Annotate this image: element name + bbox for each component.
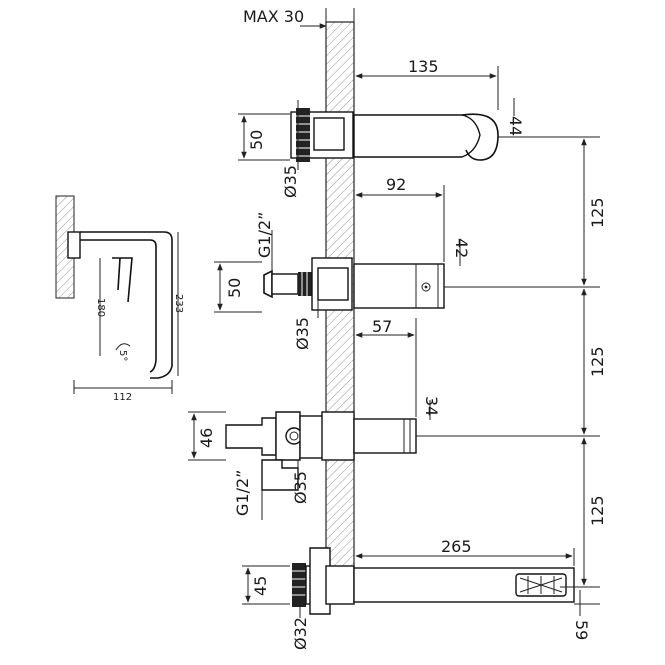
wall-thickness-dimension: MAX 30 [243, 7, 355, 29]
spout-diameter-label: Ø35 [281, 165, 300, 198]
diverter-thread-label: G1/2” [233, 470, 252, 516]
diverter-body-height-label: 46 [197, 428, 216, 448]
side-height-label: 233 [173, 294, 184, 313]
spout-body-height-label: 50 [247, 130, 266, 150]
valve-assembly: 92 42 G1/2” 50 Ø35 [214, 175, 600, 350]
spacing-2-label: 125 [588, 346, 607, 377]
valve-length-label: 92 [386, 175, 406, 194]
spacing-3-label: 125 [588, 495, 607, 526]
valve-diameter-label: Ø35 [293, 317, 312, 350]
hand-shower-thread [292, 563, 306, 607]
valve-body-height-label: 50 [225, 278, 244, 298]
spout-height-label: 44 [506, 116, 525, 136]
diverter-assembly: 57 34 46 G1/2” Ø35 [188, 317, 600, 520]
spout-length-label: 135 [408, 57, 439, 76]
spout-assembly: 135 44 50 Ø35 [238, 57, 600, 198]
hand-shower-diameter-label: Ø32 [291, 617, 310, 650]
spray-face [519, 576, 563, 594]
side-angle-label: 5° [117, 350, 128, 361]
valve-height-label: 42 [452, 238, 471, 258]
hand-shower-body-height-label: 45 [251, 576, 270, 596]
side-depth-label: 112 [113, 392, 132, 403]
hand-shower-assembly: 265 59 45 Ø32 [242, 470, 600, 650]
hand-shower-height-label: 59 [572, 620, 591, 640]
vertical-spacing-dimension: 125 125 125 [560, 138, 607, 588]
side-view: 112 233 180 5° [55, 195, 184, 403]
diverter-height-label: 34 [422, 396, 441, 416]
diverter-diameter-label: Ø35 [291, 471, 310, 504]
side-inner-height-label: 180 [95, 298, 106, 317]
spacing-1-label: 125 [588, 197, 607, 228]
valve-thread-label: G1/2” [255, 212, 274, 258]
diverter-length-label: 57 [372, 317, 392, 336]
max-wall-label: MAX 30 [243, 7, 304, 26]
hand-shower-length-label: 265 [441, 537, 472, 556]
